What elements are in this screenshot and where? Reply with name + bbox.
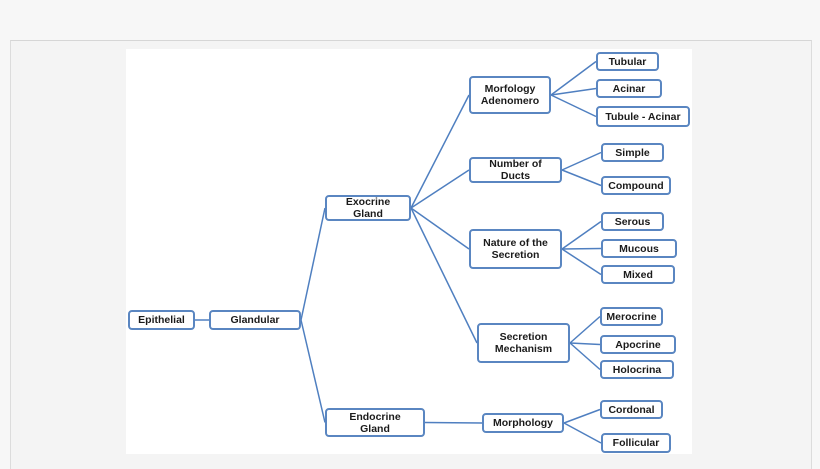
node-serous: Serous (601, 212, 664, 231)
edge-secretion_mechanism-merocrine (569, 315, 601, 344)
node-follicular: Follicular (601, 433, 671, 453)
node-endocrine-gland: Endocrine Gland (325, 408, 425, 437)
edge-exocrine-number_of_ducts (410, 169, 470, 209)
edge-exocrine-morfology_adenomero (410, 94, 470, 209)
node-number-of-ducts: Number of Ducts (469, 157, 562, 183)
edge-exocrine-nature_of_secretion (410, 207, 470, 250)
edge-morphology-cordonal (563, 408, 601, 424)
edge-glandular-exocrine (300, 207, 326, 321)
node-holocrina: Holocrina (600, 360, 674, 379)
edge-secretion_mechanism-apocrine (569, 342, 601, 346)
edge-number_of_ducts-simple (561, 151, 602, 171)
edge-morfology_adenomero-tubular (550, 60, 597, 96)
node-apocrine: Apocrine (600, 335, 676, 354)
node-compound: Compound (601, 176, 671, 195)
edge-nature_of_secretion-serous (561, 220, 602, 250)
edge-endocrine-morphology (424, 421, 483, 424)
node-tubule-acinar: Tubule - Acinar (596, 106, 690, 127)
node-glandular: Glandular (209, 310, 301, 330)
edge-nature_of_secretion-mucous (561, 247, 602, 250)
node-mixed: Mixed (601, 265, 675, 284)
node-epithelial: Epithelial (128, 310, 195, 330)
edge-exocrine-secretion_mechanism (410, 207, 478, 344)
node-cordonal: Cordonal (600, 400, 663, 419)
node-morfology-adenomero: Morfology Adenomero (469, 76, 551, 114)
edge-secretion_mechanism-holocrina (569, 342, 601, 371)
node-secretion-mechanism: Secretion Mechanism (477, 323, 570, 363)
node-merocrine: Merocrine (600, 307, 663, 326)
node-acinar: Acinar (596, 79, 662, 98)
node-morphology: Morphology (482, 413, 564, 433)
node-mucous: Mucous (601, 239, 677, 258)
edge-morfology_adenomero-acinar (550, 87, 597, 96)
edge-nature_of_secretion-mixed (561, 248, 602, 276)
node-nature-of-secretion: Nature of the Secretion (469, 229, 562, 269)
node-simple: Simple (601, 143, 664, 162)
edge-morphology-follicular (563, 422, 602, 444)
edge-morfology_adenomero-tubule_acinar (550, 94, 597, 118)
node-tubular: Tubular (596, 52, 659, 71)
edge-glandular-endocrine (300, 319, 326, 423)
node-exocrine-gland: Exocrine Gland (325, 195, 411, 221)
edge-number_of_ducts-compound (561, 169, 602, 187)
